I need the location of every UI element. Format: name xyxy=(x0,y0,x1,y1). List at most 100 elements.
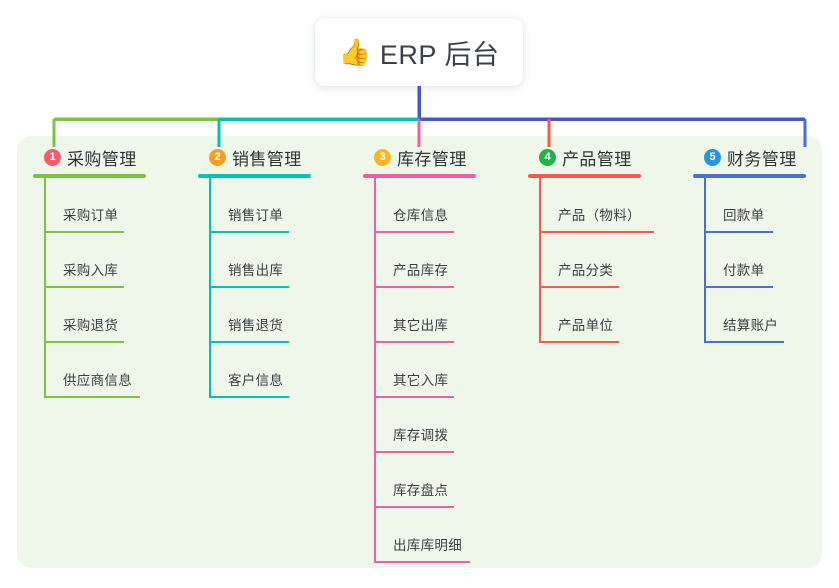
leaf-item-label: 结算账户 xyxy=(723,318,779,333)
leaf-item-label: 客户信息 xyxy=(228,373,284,388)
leaf-item-label: 销售退货 xyxy=(228,318,284,333)
branch-header-underline xyxy=(198,174,311,178)
leaf-item-label: 产品（物料） xyxy=(558,208,641,223)
branch-header-3[interactable]: 3 库存管理 xyxy=(363,146,476,169)
branch-number-badge: 4 xyxy=(539,148,556,166)
diagram-background-panel xyxy=(17,136,822,568)
branch-header-2[interactable]: 2 销售管理 xyxy=(198,146,311,169)
leaf-item-underline xyxy=(374,451,454,453)
leaf-item-underline xyxy=(44,396,140,398)
leaf-item-label: 出库库明细 xyxy=(393,538,462,553)
leaf-item[interactable]: 出库库明细 xyxy=(363,508,476,563)
branch-title: 产品管理 xyxy=(562,149,632,169)
branch-number-badge: 2 xyxy=(209,148,226,166)
leaf-item-label: 产品单位 xyxy=(558,318,614,333)
leaf-item-underline xyxy=(704,341,784,343)
leaf-item-underline xyxy=(374,341,454,343)
branch-spine xyxy=(209,178,211,398)
leaf-item-label: 回款单 xyxy=(723,208,765,223)
leaf-item[interactable]: 采购退货 xyxy=(33,288,146,343)
branch-title: 库存管理 xyxy=(397,149,467,169)
leaf-item-label: 其它出库 xyxy=(393,318,449,333)
branch-number-badge: 3 xyxy=(374,148,391,166)
leaf-item[interactable]: 销售出库 xyxy=(198,233,311,288)
branch-spine xyxy=(704,178,706,343)
leaf-item-label: 其它入库 xyxy=(393,373,449,388)
branch-item-list: 产品（物料） 产品分类产品单位 xyxy=(528,178,654,343)
leaf-item-underline xyxy=(374,231,454,233)
leaf-item-underline xyxy=(539,231,654,233)
branch-header-underline xyxy=(363,174,476,178)
leaf-item-label: 供应商信息 xyxy=(63,373,132,388)
root-title: ERP 后台 xyxy=(379,39,500,70)
branch-title: 采购管理 xyxy=(67,149,137,169)
branch-header-5[interactable]: 5 财务管理 xyxy=(693,146,806,169)
leaf-item[interactable]: 采购入库 xyxy=(33,233,146,288)
leaf-item[interactable]: 仓库信息 xyxy=(363,178,476,233)
leaf-item-label: 采购入库 xyxy=(63,263,119,278)
leaf-item-label: 产品库存 xyxy=(393,263,449,278)
leaf-item-underline xyxy=(44,286,124,288)
branch-column-2: 2 销售管理销售订单销售出库销售退货客户信息 xyxy=(198,146,311,398)
branch-number-badge: 5 xyxy=(704,148,721,166)
leaf-item-underline xyxy=(44,231,124,233)
leaf-item-label: 采购订单 xyxy=(63,208,119,223)
leaf-item-label: 付款单 xyxy=(723,263,765,278)
branch-header-underline xyxy=(33,174,146,178)
branch-item-list: 销售订单销售出库销售退货客户信息 xyxy=(198,178,311,398)
leaf-item-label: 产品分类 xyxy=(558,263,614,278)
branch-column-5: 5 财务管理回款单付款单结算账户 xyxy=(693,146,806,343)
leaf-item[interactable]: 产品库存 xyxy=(363,233,476,288)
leaf-item[interactable]: 其它出库 xyxy=(363,288,476,343)
leaf-item[interactable]: 其它入库 xyxy=(363,343,476,398)
branch-spine xyxy=(539,178,541,343)
branch-header-1[interactable]: 1 采购管理 xyxy=(33,146,146,169)
leaf-item-underline xyxy=(704,286,773,288)
leaf-item-underline xyxy=(539,286,619,288)
leaf-item[interactable]: 结算账户 xyxy=(693,288,806,343)
leaf-item-underline xyxy=(209,341,289,343)
branch-item-list: 采购订单采购入库采购退货供应商信息 xyxy=(33,178,146,398)
leaf-item-label: 库存盘点 xyxy=(393,483,449,498)
leaf-item-label: 销售订单 xyxy=(228,208,284,223)
leaf-item-underline xyxy=(374,396,454,398)
leaf-item[interactable]: 销售订单 xyxy=(198,178,311,233)
branch-title: 销售管理 xyxy=(232,149,302,169)
leaf-item-underline xyxy=(374,561,470,563)
branch-column-4: 4 产品管理产品（物料） 产品分类产品单位 xyxy=(528,146,654,343)
leaf-item-underline xyxy=(539,341,619,343)
leaf-item-underline xyxy=(44,341,124,343)
leaf-item[interactable]: 采购订单 xyxy=(33,178,146,233)
leaf-item[interactable]: 销售退货 xyxy=(198,288,311,343)
leaf-item-label: 销售出库 xyxy=(228,263,284,278)
branch-header-underline xyxy=(528,174,641,178)
leaf-item[interactable]: 回款单 xyxy=(693,178,806,233)
branch-item-list: 回款单付款单结算账户 xyxy=(693,178,806,343)
leaf-item-underline xyxy=(209,231,289,233)
leaf-item[interactable]: 付款单 xyxy=(693,233,806,288)
branch-title: 财务管理 xyxy=(727,149,797,169)
thumbs-up-icon: 👍 xyxy=(338,37,371,67)
leaf-item[interactable]: 供应商信息 xyxy=(33,343,146,398)
branch-spine xyxy=(374,178,376,563)
leaf-item[interactable]: 产品（物料） xyxy=(528,178,654,233)
leaf-item[interactable]: 产品分类 xyxy=(528,233,641,288)
leaf-item-underline xyxy=(374,286,454,288)
leaf-item-underline xyxy=(209,286,289,288)
branch-item-list: 仓库信息产品库存其它出库其它入库库存调拨库存盘点出库库明细 xyxy=(363,178,476,563)
leaf-item[interactable]: 库存盘点 xyxy=(363,453,476,508)
branch-header-4[interactable]: 4 产品管理 xyxy=(528,146,641,169)
leaf-item[interactable]: 库存调拨 xyxy=(363,398,476,453)
branch-column-3: 3 库存管理仓库信息产品库存其它出库其它入库库存调拨库存盘点出库库明细 xyxy=(363,146,476,563)
root-node[interactable]: 👍 ERP 后台 xyxy=(315,18,523,86)
leaf-item-label: 仓库信息 xyxy=(393,208,449,223)
branch-number-badge: 1 xyxy=(44,148,61,166)
leaf-item-label: 采购退货 xyxy=(63,318,119,333)
leaf-item[interactable]: 产品单位 xyxy=(528,288,641,343)
leaf-item[interactable]: 客户信息 xyxy=(198,343,311,398)
branch-spine xyxy=(44,178,46,398)
leaf-item-underline xyxy=(209,396,289,398)
leaf-item-label: 库存调拨 xyxy=(393,428,449,443)
